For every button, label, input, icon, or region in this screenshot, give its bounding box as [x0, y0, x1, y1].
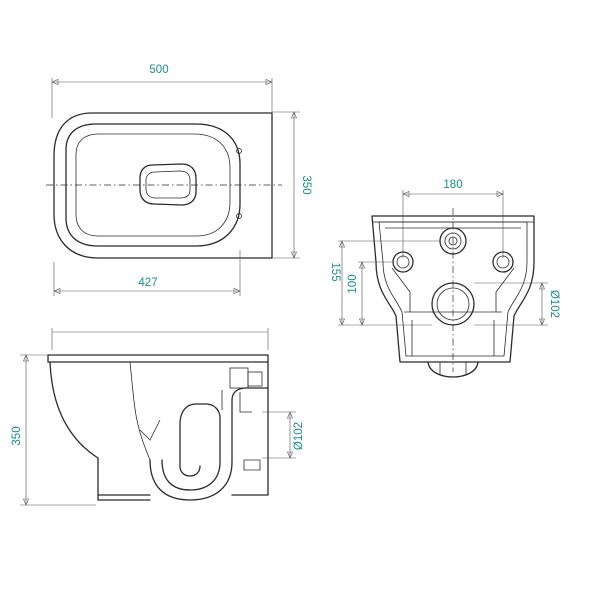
depth-label: 350 [300, 175, 312, 194]
rear-view: 180 [329, 179, 560, 378]
inlet-height-label: 155 [329, 262, 341, 281]
side-height-dimension: 350 [11, 354, 96, 506]
top-view: 500 350 427 [46, 64, 312, 296]
outlet-height-label: 100 [347, 274, 359, 293]
side-outlet-diameter-label: Ø102 [293, 422, 305, 450]
inner-length-label: 427 [138, 277, 157, 289]
side-outlet-diameter-dimension: Ø102 [262, 411, 305, 459]
depth-dimension: 350 [272, 111, 312, 259]
outlet-diameter-label: Ø102 [548, 290, 560, 318]
width-dimension: 500 [51, 64, 273, 118]
side-view: 350 Ø102 [11, 328, 305, 506]
height-dimensions: 155 100 [329, 240, 440, 326]
side-height-label: 350 [11, 426, 23, 445]
inlet-spacing-dimension: 180 [402, 179, 504, 258]
width-label: 500 [149, 64, 168, 76]
inner-length-dimension: 427 [53, 250, 241, 296]
inlet-spacing-label: 180 [443, 179, 462, 191]
outlet-diameter-dimension: Ø102 [474, 282, 560, 326]
